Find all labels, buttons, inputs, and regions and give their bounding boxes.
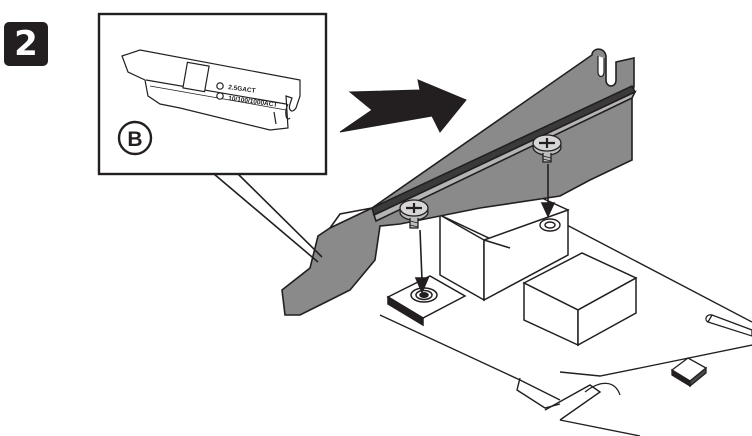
screw-insert-arrow-right [540, 164, 556, 218]
callout-box: 2.5GACT 10/100/1000ACT B [97, 12, 328, 263]
pcb-slot [705, 314, 752, 337]
pcb-chip-small [670, 357, 708, 388]
callout-bracket-drawing [121, 49, 301, 131]
arrow-right-icon [339, 79, 467, 133]
mounting-pad-right [539, 218, 561, 232]
mounting-pad-left [386, 275, 467, 327]
screw-insert-arrow-left [414, 229, 430, 295]
led-label-2g5: 2.5GACT [228, 84, 256, 95]
pcb-chip-large [522, 252, 638, 347]
callout-letter-circle [117, 120, 153, 156]
callout-letter: B [127, 128, 142, 151]
low-profile-bracket [281, 48, 637, 316]
step-number-badge: 2 [4, 22, 48, 66]
screw-icon [532, 134, 562, 163]
screw-icon [399, 199, 429, 229]
